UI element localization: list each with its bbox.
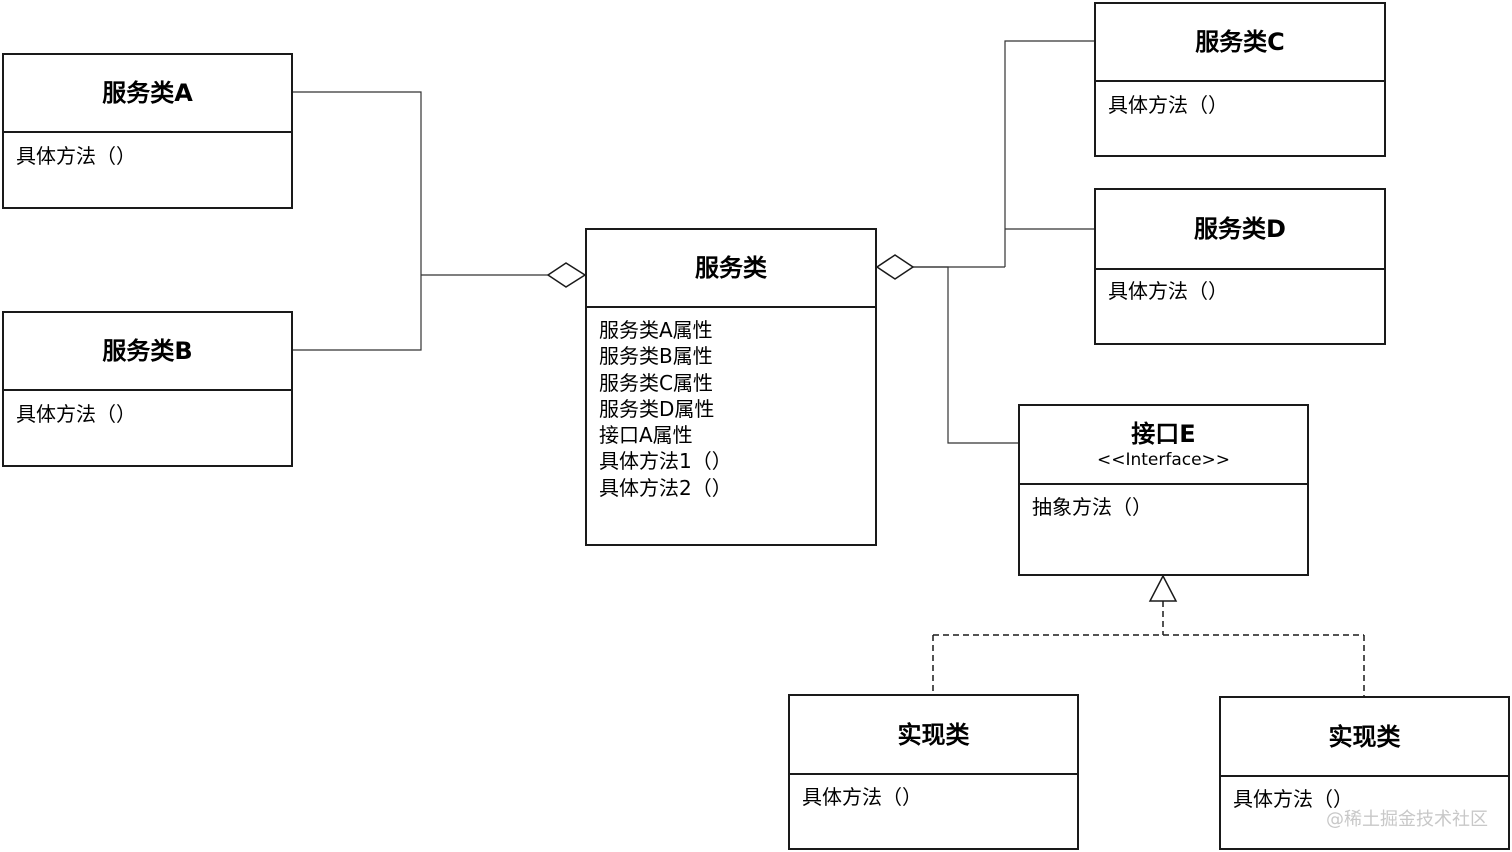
class-title: 服务类D — [1194, 215, 1286, 243]
method-item: 具体方法（） — [1233, 787, 1353, 811]
class-methods: 具体方法（） — [1108, 278, 1378, 304]
class-methods: 抽象方法（） — [1032, 494, 1301, 520]
class-title: 实现类 — [1328, 722, 1401, 751]
method-item: 具体方法1（） — [599, 449, 732, 474]
class-header: 服务类A — [4, 55, 291, 133]
method-item: 具体方法（） — [16, 144, 136, 168]
stereotype-label: <<Interface>> — [1096, 449, 1231, 470]
class-service-b[interactable]: 服务类B 具体方法（） — [2, 311, 293, 467]
interface-e[interactable]: 接口E <<Interface>> 抽象方法（） — [1018, 404, 1309, 576]
class-methods: 具体方法（） — [16, 401, 285, 427]
class-methods: 具体方法（） — [16, 143, 285, 169]
class-header: 实现类 — [790, 696, 1077, 775]
class-methods: 具体方法（） — [802, 784, 1071, 810]
method-item: 具体方法2（） — [599, 475, 732, 500]
method-item: 具体方法（） — [802, 785, 922, 809]
watermark-text: @稀土掘金技术社区 — [1326, 809, 1488, 830]
class-service-a[interactable]: 服务类A 具体方法（） — [2, 53, 293, 209]
realization-arrowhead — [1148, 574, 1178, 602]
attribute-item: 服务类C属性 — [599, 370, 713, 395]
class-title: 服务类 — [695, 254, 767, 282]
class-title: 服务类A — [102, 79, 193, 107]
class-methods: 具体方法（） — [1233, 786, 1502, 812]
class-header: 服务类B — [4, 313, 291, 391]
connector-service-c — [1004, 40, 1094, 267]
class-header: 实现类 — [1221, 698, 1508, 777]
connector-service-a — [292, 91, 422, 275]
class-impl-left[interactable]: 实现类 具体方法（） — [788, 694, 1079, 850]
class-impl-right[interactable]: 实现类 具体方法（） — [1219, 696, 1510, 850]
class-title: 接口E — [1131, 419, 1196, 448]
method-item: 具体方法（） — [1108, 279, 1228, 303]
aggregation-diamond-left — [546, 262, 587, 288]
attribute-item: 服务类D属性 — [599, 396, 715, 421]
connector-interface-e — [913, 266, 1018, 444]
method-item: 抽象方法（） — [1032, 495, 1152, 519]
class-service-d[interactable]: 服务类D 具体方法（） — [1094, 188, 1386, 345]
class-members: 服务类A属性 服务类B属性 服务类C属性 服务类D属性 接口A属性 具体方法1（… — [599, 317, 869, 501]
aggregation-diamond-right — [875, 254, 915, 280]
attribute-item: 接口A属性 — [599, 423, 693, 448]
class-title: 实现类 — [897, 720, 970, 749]
class-service-c[interactable]: 服务类C 具体方法（） — [1094, 2, 1386, 157]
attribute-item: 服务类A属性 — [599, 318, 713, 342]
class-header: 接口E <<Interface>> — [1020, 406, 1307, 485]
class-service[interactable]: 服务类 服务类A属性 服务类B属性 服务类C属性 服务类D属性 接口A属性 具体… — [585, 228, 877, 546]
method-item: 具体方法（） — [16, 402, 136, 426]
class-header: 服务类 — [587, 230, 875, 308]
class-header: 服务类C — [1096, 4, 1384, 82]
class-methods: 具体方法（） — [1108, 92, 1378, 118]
class-header: 服务类D — [1096, 190, 1384, 270]
connector-service-b — [292, 275, 422, 351]
class-title: 服务类C — [1195, 28, 1285, 56]
attribute-item: 服务类B属性 — [599, 344, 713, 369]
class-title: 服务类B — [102, 337, 193, 365]
method-item: 具体方法（） — [1108, 93, 1228, 117]
